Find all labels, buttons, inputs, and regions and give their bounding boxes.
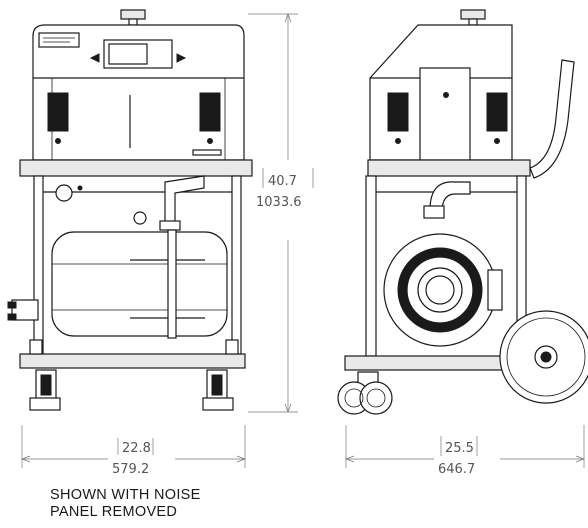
height-dimension: 40.7 1033.6 — [248, 13, 314, 413]
side-top-knob — [460, 9, 486, 20]
side-frame-front-post — [365, 175, 377, 357]
side-base-plate — [367, 159, 531, 177]
front-width-dimension: 22.8 579.2 — [21, 425, 246, 477]
name-plate — [192, 149, 222, 156]
drawing-caption: SHOWN WITH NOISE PANEL REMOVED — [50, 487, 201, 521]
front-hose — [164, 175, 205, 223]
side-front-caster-right — [359, 381, 393, 415]
front-frame-right-post — [231, 175, 242, 355]
side-left-vent — [387, 92, 409, 132]
front-view — [7, 9, 253, 411]
tank-strap — [167, 229, 177, 339]
front-frame-left-post — [33, 175, 44, 355]
left-vent-grille — [47, 92, 69, 132]
side-right-vent — [486, 92, 508, 132]
height-inches: 40.7 — [268, 174, 297, 189]
right-indicator — [176, 53, 187, 63]
front-upper-housing — [32, 24, 245, 161]
top-valve-knob — [120, 9, 146, 20]
front-tank — [51, 231, 228, 337]
right-screw — [207, 138, 213, 144]
side-access-door — [419, 67, 471, 161]
frame-port-hole — [55, 184, 73, 202]
caption-line-1: SHOWN WITH NOISE — [50, 487, 201, 503]
side-width-mm: 646.7 — [438, 462, 475, 477]
side-width-dimension: 25.5 646.7 — [345, 425, 585, 477]
front-width-mm: 579.2 — [112, 462, 149, 477]
top-valve-stem — [128, 18, 138, 26]
front-deck — [19, 353, 246, 369]
side-view — [337, 9, 588, 415]
front-width-inches: 22.8 — [122, 441, 151, 456]
height-mm: 1033.6 — [256, 195, 302, 210]
side-hose — [429, 181, 471, 213]
side-handle — [529, 59, 575, 179]
right-vent-grille — [199, 92, 221, 132]
caption-line-2: PANEL REMOVED — [50, 504, 178, 520]
left-screw — [55, 138, 61, 144]
left-indicator — [89, 53, 100, 63]
display-screen — [108, 43, 148, 65]
left-fitting — [11, 299, 39, 321]
brand-logo-plate — [38, 32, 80, 48]
front-base-plate — [19, 159, 253, 177]
side-width-inches: 25.5 — [445, 441, 474, 456]
